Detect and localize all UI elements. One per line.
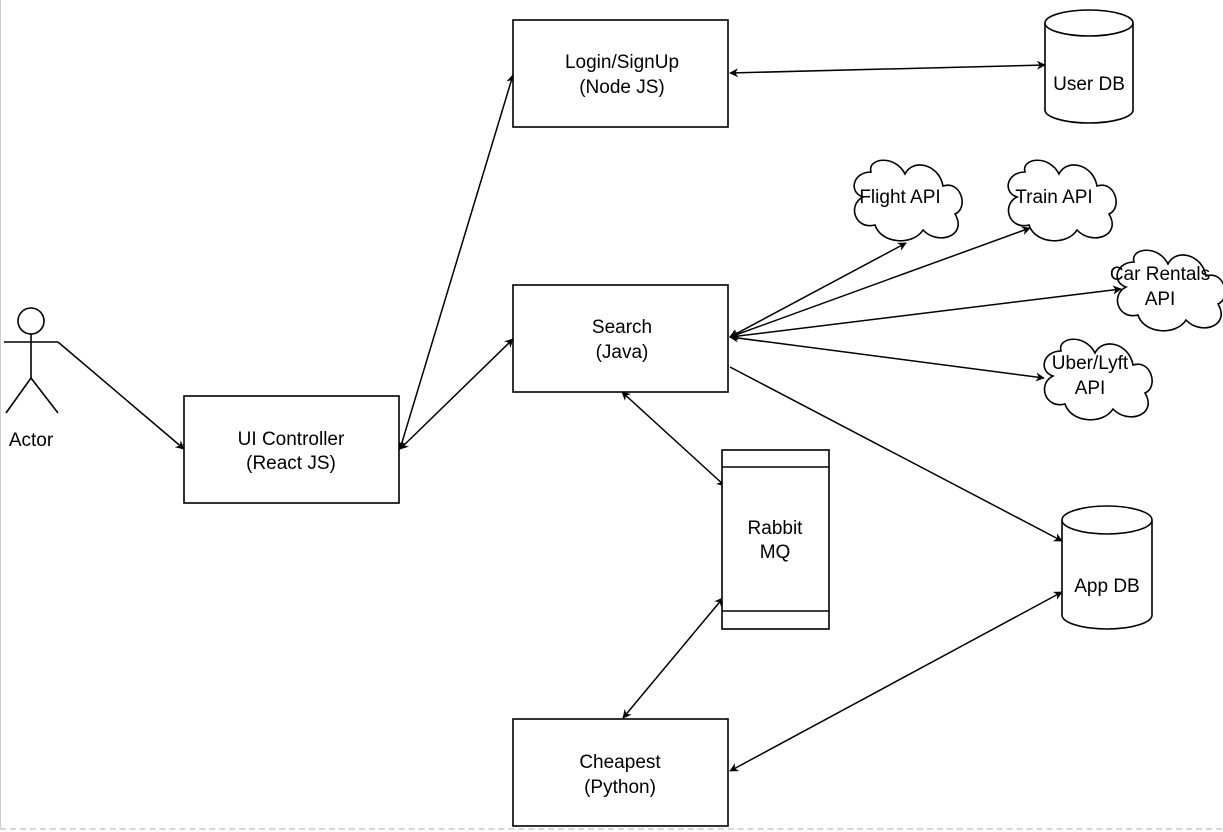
login-node[interactable]: Login/SignUp (Node JS) bbox=[512, 19, 729, 128]
edge-cheapest-appdb bbox=[729, 591, 1063, 772]
cloud-icon bbox=[853, 159, 963, 242]
cloud-icon bbox=[1116, 249, 1223, 332]
flight-api-label: Flight API bbox=[859, 187, 940, 208]
car-rentals-api-node[interactable]: Car Rentals API bbox=[1110, 249, 1223, 332]
login-title: Login/SignUp bbox=[565, 52, 679, 73]
login-tech: (Node JS) bbox=[579, 77, 665, 98]
train-api-node[interactable]: Train API bbox=[1007, 159, 1117, 242]
edge-ui-search bbox=[399, 338, 514, 450]
database-icon bbox=[1044, 9, 1134, 124]
train-api-label: Train API bbox=[1015, 187, 1092, 208]
edge-search-uber bbox=[729, 333, 1045, 382]
edge-login-userdb bbox=[729, 60, 1046, 78]
flight-api-node[interactable]: Flight API bbox=[853, 159, 963, 242]
uber-lyft-api-node[interactable]: Uber/Lyft API bbox=[1043, 338, 1153, 421]
search-node[interactable]: Search (Java) bbox=[512, 284, 729, 393]
actor-label: Actor bbox=[9, 430, 54, 451]
ui-controller-title: UI Controller bbox=[238, 429, 345, 450]
edges bbox=[57, 60, 1122, 772]
edge-search-car bbox=[729, 285, 1122, 341]
rabbitmq-title: Rabbit bbox=[748, 518, 804, 539]
rabbitmq-node[interactable]: Rabbit MQ bbox=[721, 449, 830, 630]
edge-search-train bbox=[729, 226, 1031, 339]
cheapest-node[interactable]: Cheapest (Python) bbox=[512, 718, 729, 827]
user-db-label: User DB bbox=[1053, 74, 1125, 95]
app-db-label: App DB bbox=[1074, 576, 1139, 597]
edge-ui-login bbox=[398, 74, 515, 450]
actor-figure-icon bbox=[4, 307, 59, 414]
edge-search-flight bbox=[729, 242, 907, 338]
edge-search-rabbit bbox=[621, 391, 726, 487]
edge-rabbit-cheapest bbox=[622, 597, 724, 719]
user-db-node[interactable]: User DB bbox=[1044, 9, 1134, 124]
search-tech: (Java) bbox=[596, 342, 649, 363]
ui-controller-tech: (React JS) bbox=[246, 453, 336, 474]
uber-lyft-api-title: Uber/Lyft bbox=[1052, 353, 1129, 374]
cloud-icon bbox=[1043, 338, 1153, 421]
car-rentals-api-subtitle: API bbox=[1145, 289, 1176, 310]
search-title: Search bbox=[592, 317, 652, 338]
actor: Actor bbox=[4, 307, 59, 451]
car-rentals-api-title: Car Rentals bbox=[1110, 264, 1210, 285]
cloud-icon bbox=[1007, 159, 1117, 242]
edge-actor-ui bbox=[57, 341, 185, 450]
edge-search-appdb bbox=[729, 366, 1063, 542]
uber-lyft-api-subtitle: API bbox=[1075, 378, 1106, 399]
cheapest-tech: (Python) bbox=[584, 777, 656, 798]
rabbitmq-subtitle: MQ bbox=[760, 542, 791, 563]
app-db-node[interactable]: App DB bbox=[1061, 505, 1153, 630]
database-icon bbox=[1061, 505, 1153, 630]
ui-controller-node[interactable]: UI Controller (React JS) bbox=[183, 395, 400, 504]
cheapest-title: Cheapest bbox=[579, 752, 661, 773]
